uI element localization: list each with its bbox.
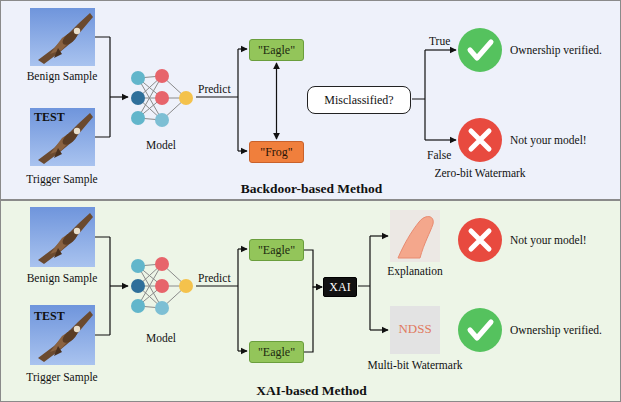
caption-label: False [427, 148, 451, 162]
box-text: Misclassified? [324, 93, 393, 108]
caption-label: Zero-bit Watermark [425, 166, 535, 180]
caption-label: Model [131, 331, 191, 345]
caption-label: Model [131, 138, 191, 152]
trigger-text: TEST [34, 110, 65, 124]
cross-icon [458, 118, 502, 162]
caption-label: Not your model! [510, 233, 587, 247]
box-text: "Eagle" [258, 243, 295, 258]
caption-label: True [429, 34, 450, 48]
prediction-box: "Frog" [249, 141, 304, 163]
sample-image [30, 207, 95, 267]
box-text: "Eagle" [258, 345, 295, 360]
caption-label: Ownership verified. [510, 323, 602, 337]
wires [95, 37, 456, 151]
caption-label: Not your model! [510, 133, 587, 147]
watermark-image [390, 306, 440, 354]
cross-mark [471, 131, 489, 149]
prediction-box: Misclassified? [307, 86, 411, 114]
trigger-text: TEST [34, 309, 65, 323]
wires [95, 236, 388, 351]
caption-label: Trigger Sample [12, 172, 112, 186]
sample-image [30, 108, 95, 166]
check-mark [470, 42, 491, 58]
cross-mark [471, 231, 489, 249]
eagle-picture [38, 213, 93, 264]
sample-image [30, 305, 95, 365]
connector-arrow [304, 250, 322, 287]
caption-label: Predict [198, 271, 231, 285]
heatmap [398, 217, 433, 258]
connector-arrow [276, 63, 277, 139]
prediction-box: "Eagle" [249, 239, 304, 261]
model-icon [131, 69, 193, 127]
box-text: "Frog" [260, 145, 292, 160]
method-panel: Backdoor-based Method "Eagle" "Frog" Miscla… [0, 0, 621, 200]
xai-box: XAI [323, 277, 357, 297]
prediction-box: "Eagle" [249, 39, 304, 61]
panel-title: Backdoor-based Method [151, 181, 472, 197]
caption-label: Explanation [365, 264, 465, 278]
caption-label: Benign Sample [12, 271, 112, 285]
panel-ground [0, 200, 621, 402]
caption-label: Multi-bit Watermark [360, 358, 470, 372]
check-icon [458, 308, 502, 352]
box-text: XAI [329, 280, 350, 295]
connector-arrow [304, 287, 322, 352]
watermark-text: NDSS [390, 322, 440, 336]
caption-label: Benign Sample [12, 69, 112, 83]
check-mark [470, 322, 491, 338]
caption-label: Trigger Sample [12, 370, 112, 384]
caption-label: Ownership verified. [510, 43, 602, 57]
check-icon [458, 28, 502, 72]
panel-ground [0, 0, 621, 200]
prediction-box: "Eagle" [249, 341, 304, 363]
panel-title: XAI-based Method [151, 383, 472, 399]
explanation-image [390, 210, 440, 262]
cross-icon [458, 218, 502, 262]
box-text: "Eagle" [258, 43, 295, 58]
caption-label: Predict [198, 82, 231, 96]
model-icon [131, 257, 193, 315]
eagle-picture [38, 13, 93, 64]
sample-image [30, 8, 95, 66]
